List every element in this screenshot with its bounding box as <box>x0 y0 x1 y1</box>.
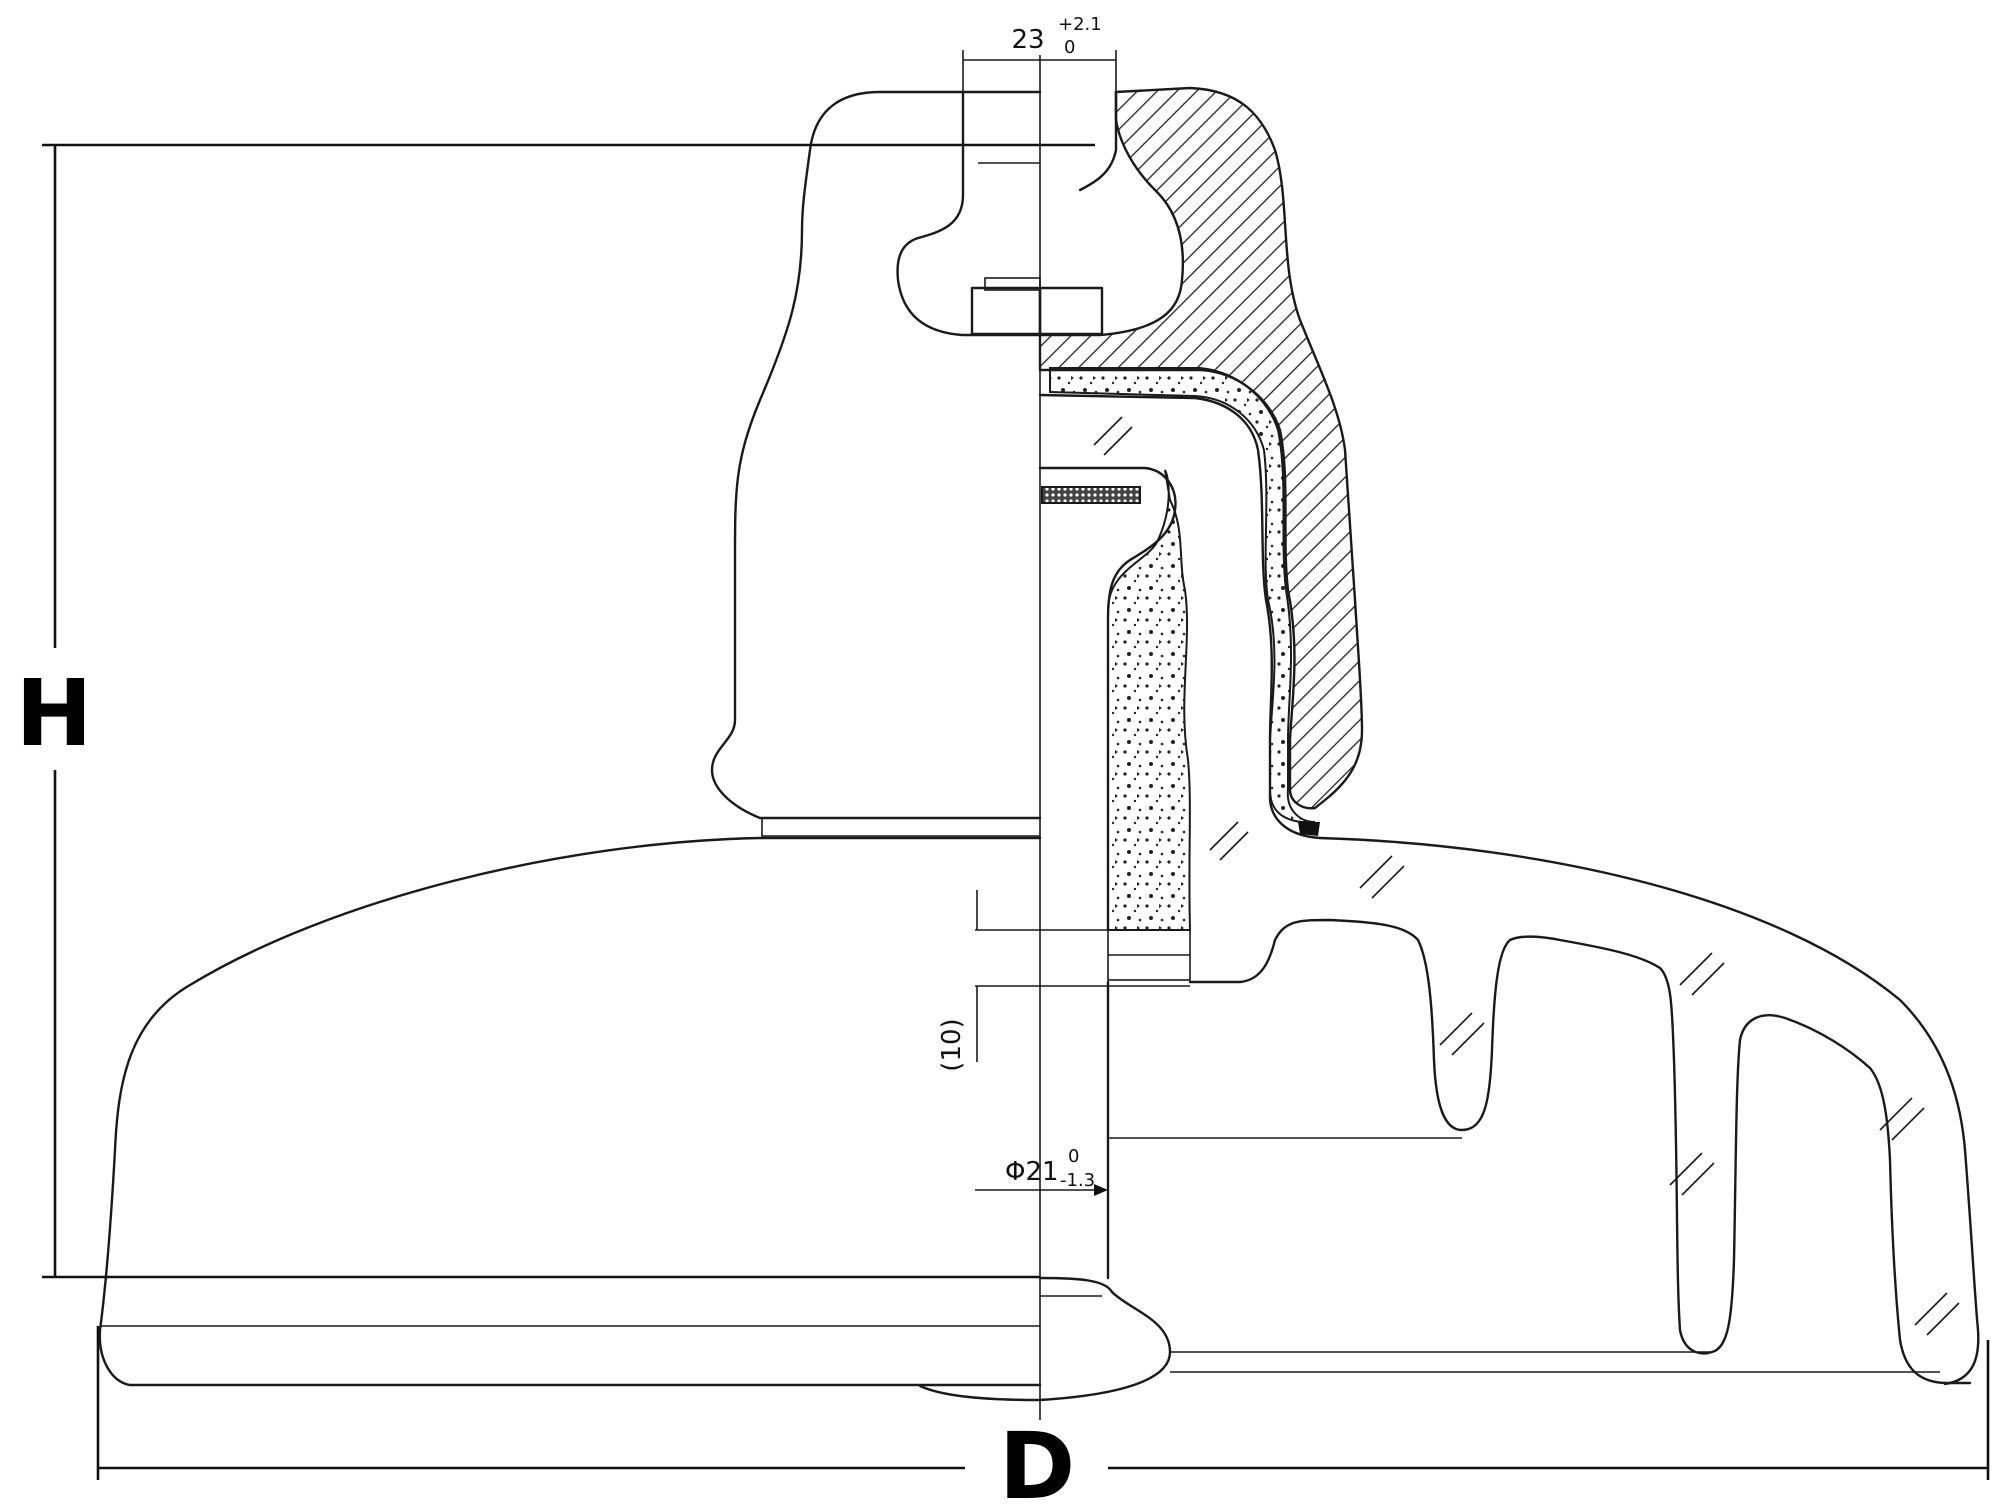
shed-section <box>1188 918 1972 1385</box>
pin-diameter-lower: -1.3 <box>1060 1170 1095 1191</box>
height-label: H <box>16 660 93 767</box>
socket-width-upper: +2.1 <box>1058 14 1102 35</box>
pin-cement <box>1107 469 1192 931</box>
diameter-label: D <box>999 1413 1075 1506</box>
socket-slot <box>896 90 1042 337</box>
glass-marks <box>1093 416 1960 1336</box>
exterior-view <box>98 90 1172 1402</box>
shed-outline-right <box>1318 836 1980 1386</box>
section-view <box>1038 86 1980 1386</box>
dimensions: H D 23 +2.1 0 (10) Φ21 0 -1.3 <box>16 14 1990 1506</box>
socket-slot-right <box>1078 90 1118 192</box>
cap-outline <box>710 90 1042 820</box>
pin-nut-right <box>1038 286 1104 336</box>
seal-mark <box>1298 822 1320 836</box>
shed-outline-left <box>98 836 1042 1387</box>
pin-top-cap <box>1041 486 1141 504</box>
socket-width-lower: 0 <box>1064 37 1075 58</box>
dielectric-head <box>1038 393 1322 840</box>
cap-section <box>1038 86 1364 810</box>
pin-diameter-value: Φ21 <box>1005 1157 1059 1187</box>
pin-diameter-upper: 0 <box>1068 1146 1079 1167</box>
pin-ball <box>918 1276 1172 1402</box>
cap-base-ring <box>761 818 1040 837</box>
pin-gap-value: (10) <box>937 1018 967 1071</box>
socket-width-value: 23 <box>1011 25 1044 55</box>
pin-nut <box>970 286 1042 336</box>
pin-top <box>1038 466 1177 932</box>
pin-dim-arrow <box>1094 1184 1108 1196</box>
